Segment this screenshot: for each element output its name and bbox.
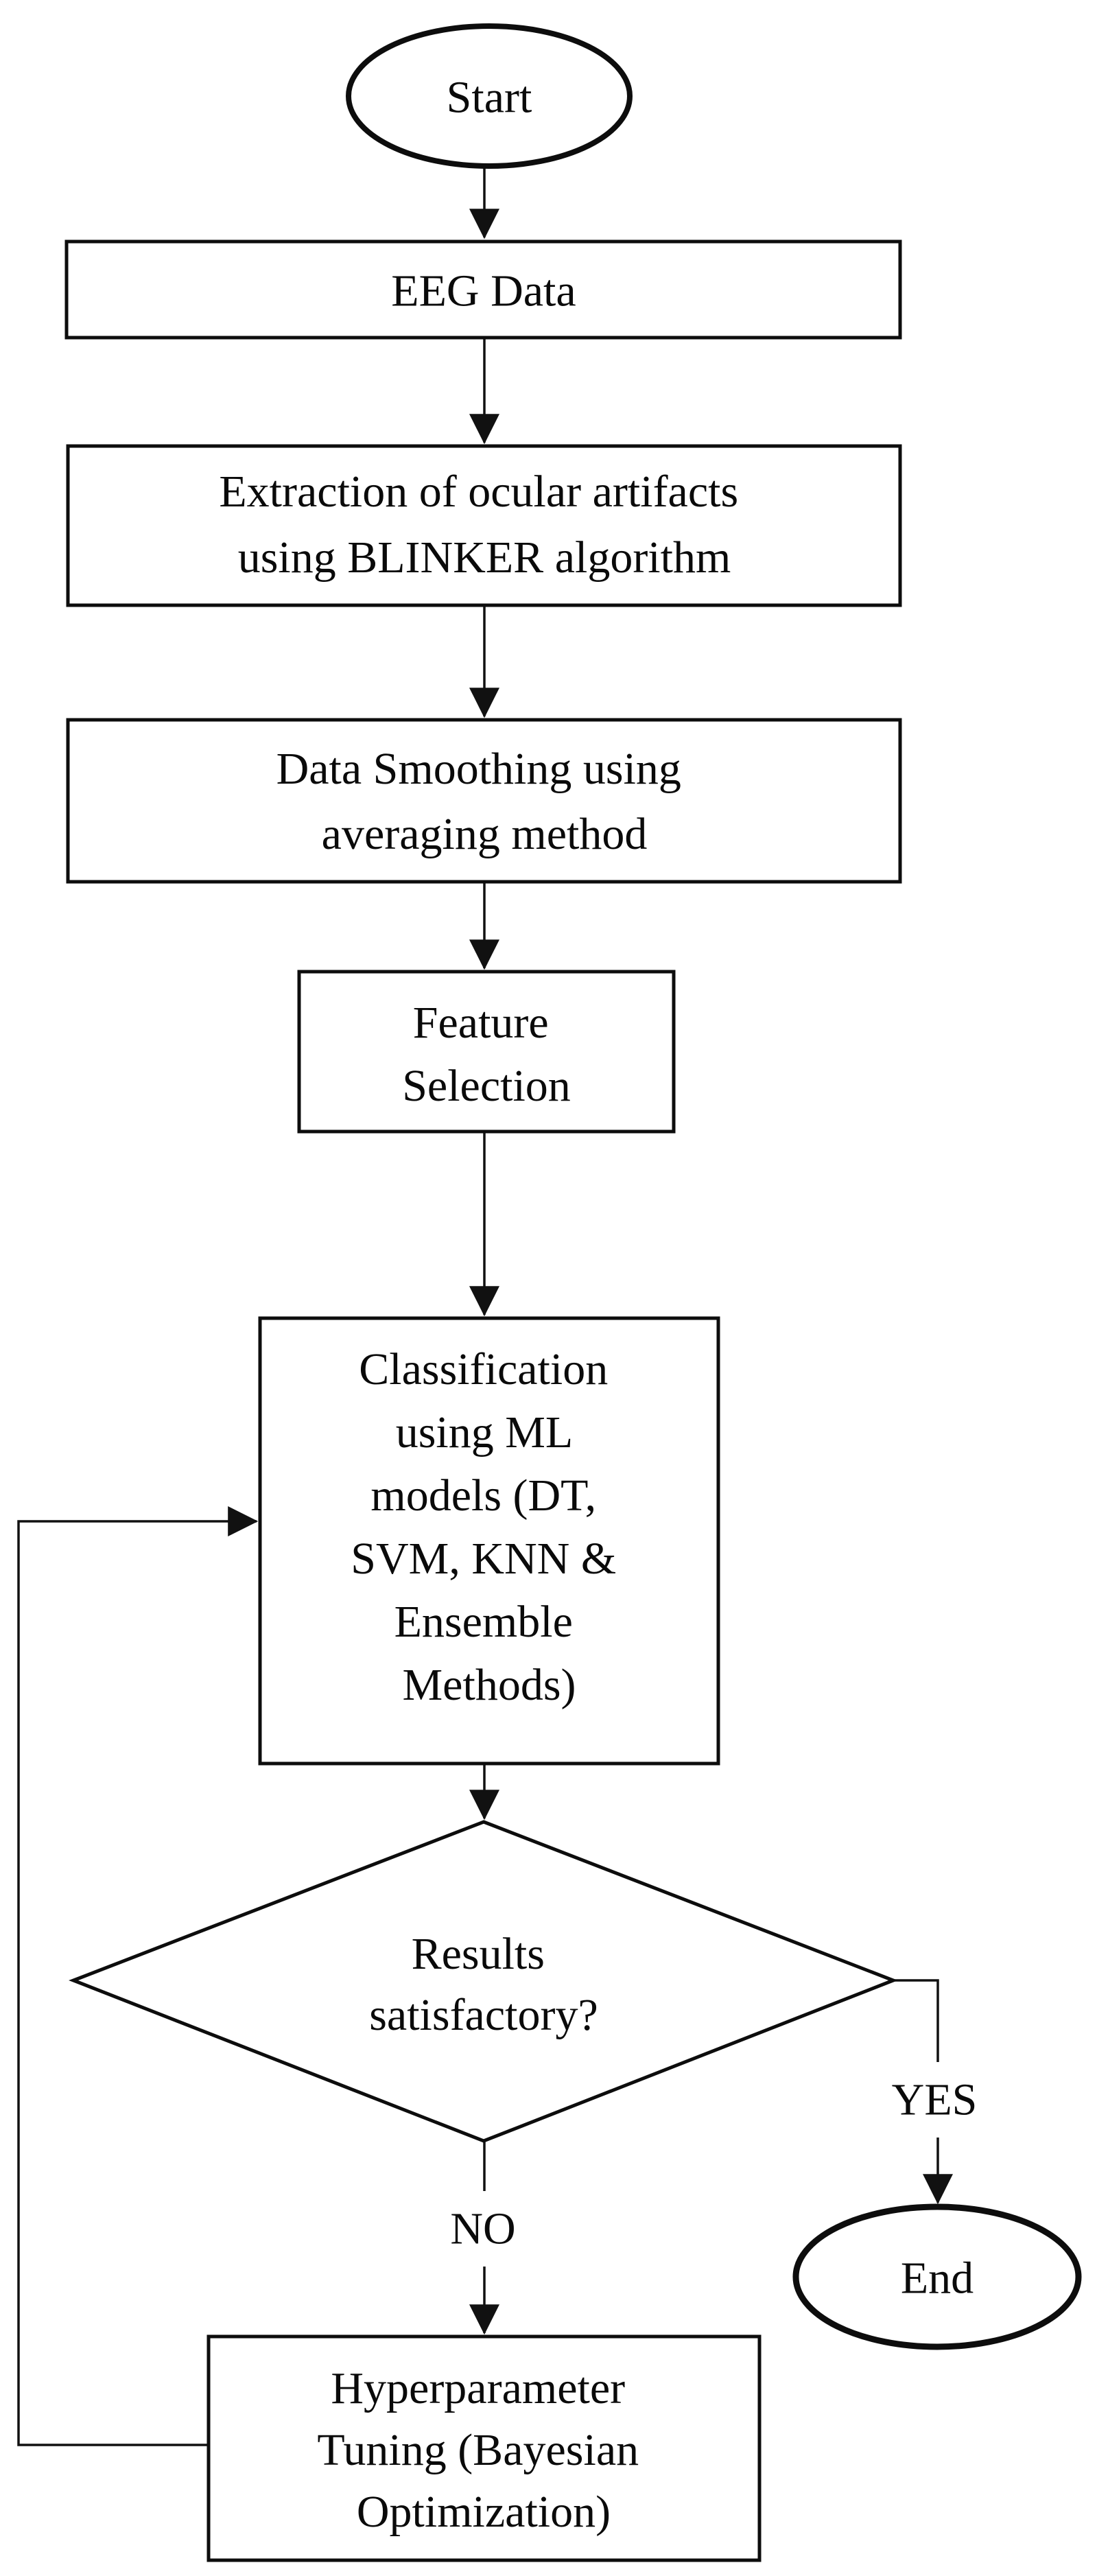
decision-line-2: satisfactory? bbox=[369, 1990, 598, 2040]
start-terminator bbox=[346, 23, 633, 169]
classification-box bbox=[258, 1316, 720, 1766]
feature-selection-line-2: Selection bbox=[402, 1061, 571, 1111]
extraction-label: Extraction of ocular artifacts using BLI… bbox=[219, 467, 749, 583]
hyperparameter-label: Hyperparameter Tuning (Bayesian Optimiza… bbox=[317, 2363, 650, 2537]
feature-selection-box bbox=[297, 970, 676, 1134]
extraction-line-2: using BLINKER algorithm bbox=[238, 532, 731, 583]
end-terminator bbox=[792, 2203, 1082, 2350]
extraction-line-1: Extraction of ocular artifacts bbox=[219, 467, 738, 517]
yes-label: YES bbox=[892, 2075, 978, 2125]
hyperparameter-line-3: Optimization) bbox=[357, 2487, 611, 2537]
hyperparameter-line-2: Tuning (Bayesian bbox=[317, 2425, 639, 2475]
decision-diamond bbox=[69, 1820, 898, 2143]
decision-label: Results satisfactory? bbox=[369, 1929, 598, 2040]
classification-line-3: models (DT, bbox=[370, 1471, 596, 1521]
classification-line-1: Classification bbox=[359, 1344, 608, 1394]
start-label: Start bbox=[447, 73, 532, 123]
classification-line-5: Ensemble bbox=[394, 1597, 573, 1647]
smoothing-box bbox=[66, 718, 902, 884]
yes-label-bg bbox=[880, 2062, 989, 2138]
no-label-bg bbox=[431, 2191, 535, 2267]
decision-line-1: Results bbox=[412, 1929, 545, 1979]
no-label: NO bbox=[450, 2204, 515, 2254]
edge-feedback-loop bbox=[17, 1506, 259, 2446]
smoothing-label: Data Smoothing using averaging method bbox=[276, 744, 693, 859]
classification-line-4: SVM, KNN & bbox=[351, 1534, 616, 1584]
feature-selection-label: Feature Selection bbox=[402, 998, 571, 1111]
classification-line-6: Methods) bbox=[403, 1660, 576, 1710]
classification-label: Classification using ML models (DT, SVM,… bbox=[351, 1344, 627, 1710]
hyperparameter-line-1: Hyperparameter bbox=[331, 2363, 625, 2413]
smoothing-line-2: averaging method bbox=[322, 809, 648, 859]
hyperparameter-box bbox=[207, 2334, 762, 2562]
extraction-box bbox=[66, 444, 902, 607]
feature-selection-line-1: Feature bbox=[413, 998, 549, 1048]
smoothing-line-1: Data Smoothing using bbox=[276, 744, 681, 794]
classification-line-2: using ML bbox=[396, 1407, 571, 1457]
eeg-data-box bbox=[64, 239, 902, 340]
end-label: End bbox=[901, 2253, 974, 2304]
eeg-data-label: EEG Data bbox=[391, 266, 576, 316]
